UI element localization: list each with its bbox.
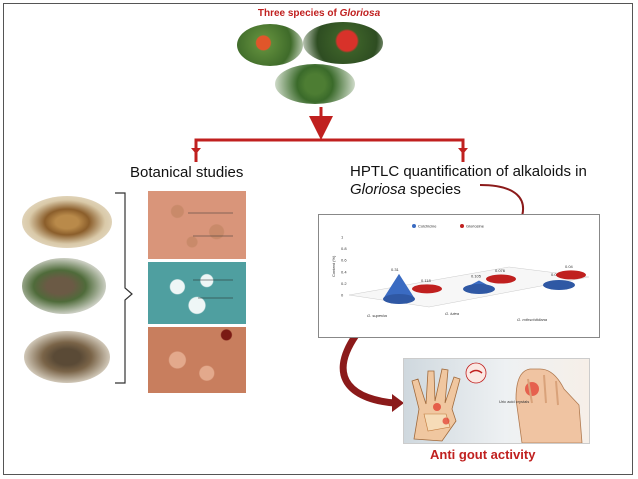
y-tick-label: 1 [341, 235, 344, 240]
species-photo-3 [275, 64, 355, 104]
rhizome-photo [24, 331, 110, 383]
hand-inflammation-2 [442, 417, 450, 425]
bracket [115, 192, 133, 384]
gloriosine-data-label: 0.076 [495, 268, 506, 273]
foot-bones [527, 374, 559, 406]
crystal-icon [469, 369, 483, 374]
colchicine-mark [383, 273, 415, 299]
gout-figure: Uric acid crystals [403, 358, 590, 444]
colchicine-data-label: 0.105 [471, 273, 482, 278]
hptlc-heading-genus: Gloriosa [350, 181, 406, 198]
microscopy-panel-3 [148, 327, 246, 393]
gloriosine-data-label: 0.04 [565, 264, 574, 269]
legend-label-colchicine: Colchicine [418, 224, 437, 229]
category-label: G. superba [367, 313, 388, 318]
hptlc-heading: HPTLC quantification of alkaloids in Glo… [350, 163, 587, 199]
legend-label-gloriosine: Gloriosine [466, 224, 485, 229]
y-tick-label: 0.8 [341, 246, 347, 251]
curved-arrow-head-2 [392, 394, 404, 412]
y-axis-label: Content (%) [331, 255, 336, 277]
foot-inflammation [525, 382, 539, 396]
legend-marker-gloriosine [460, 224, 464, 228]
legend-marker-colchicine [412, 224, 416, 228]
hptlc-chart-svg: Colchicine Gloriosine Content (%) 1 0.8 0.… [331, 224, 590, 322]
botanical-studies-heading: Botanical studies [130, 164, 244, 181]
curved-arrow-to-gout [339, 333, 396, 407]
foot-illustration [515, 368, 583, 444]
category-label: G. lutea [445, 311, 460, 316]
zoom-crystal-circle [465, 362, 487, 384]
colchicine-base [383, 294, 415, 304]
category-label: G. rothschildiana [517, 317, 548, 322]
colchicine-base [463, 284, 495, 294]
microscopy-panel-1 [148, 191, 246, 259]
colchicine-data-label: 0.31 [391, 267, 400, 272]
species-photo-1 [237, 24, 303, 66]
arrow-branch [194, 138, 465, 162]
gloriosine-mark [556, 270, 586, 280]
y-tick-label: 0.6 [341, 258, 347, 263]
gloriosine-data-label: 0.118 [421, 278, 431, 283]
microscopy-panel-2 [148, 262, 246, 324]
gloriosine-mark [486, 274, 516, 284]
y-tick-label: 0 [341, 293, 344, 298]
gloriosine-mark [412, 284, 442, 294]
hptlc-heading-line1: HPTLC quantification of alkaloids in [350, 163, 587, 180]
hand-bones [423, 413, 451, 432]
tuber-photo [22, 196, 112, 248]
y-tick-label: 0.4 [341, 269, 347, 274]
harvest-photo [22, 258, 106, 314]
arrow-head-right [458, 148, 468, 154]
arrow-head-left [191, 148, 201, 154]
hand-inflammation [433, 403, 441, 411]
hptlc-heading-rest: species [405, 181, 461, 198]
species-photo-2 [303, 22, 383, 64]
colchicine-base [543, 280, 575, 290]
top-title-prefix: Three species of [257, 8, 337, 19]
top-title: Three species of Gloriosa [0, 8, 638, 19]
anti-gout-label: Anti gout activity [430, 447, 536, 462]
uric-acid-annotation: Uric acid crystals [499, 399, 529, 404]
top-title-genus: Gloriosa [339, 8, 381, 19]
hptlc-chart: Colchicine Gloriosine Content (%) 1 0.8 0.… [318, 214, 600, 338]
y-tick-label: 0.2 [341, 281, 347, 286]
figure-frame [3, 3, 633, 475]
